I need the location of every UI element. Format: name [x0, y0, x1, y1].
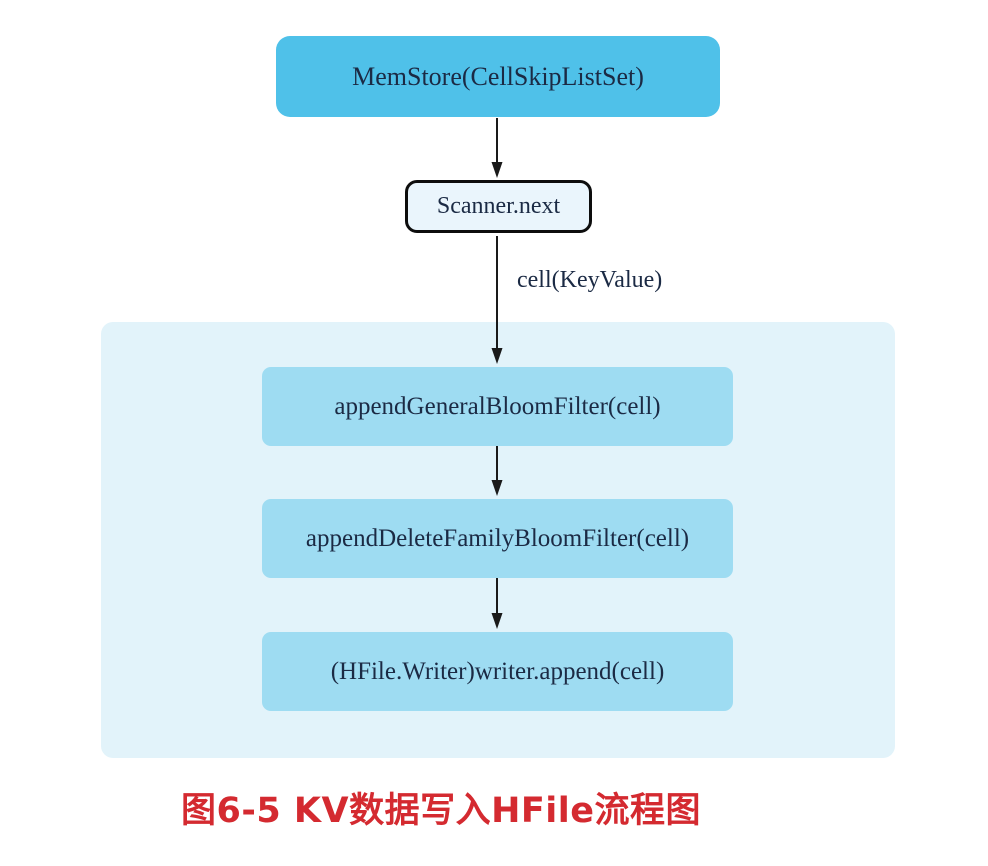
node-scanner-next: Scanner.next	[405, 180, 592, 233]
arrow-memstore-to-scanner-icon	[491, 118, 503, 178]
node-memstore: MemStore(CellSkipListSet)	[276, 36, 720, 117]
edge-label-cell-keyvalue: cell(KeyValue)	[517, 267, 663, 293]
node-append-general-bloom-filter: appendGeneralBloomFilter(cell)	[262, 367, 733, 446]
node-append-delete-family-bloom-filter: appendDeleteFamilyBloomFilter(cell)	[262, 499, 733, 578]
figure-caption: 图6-5 KV数据写入HFile流程图	[180, 791, 702, 831]
node-hfile-writer-append: (HFile.Writer)writer.append(cell)	[262, 632, 733, 711]
